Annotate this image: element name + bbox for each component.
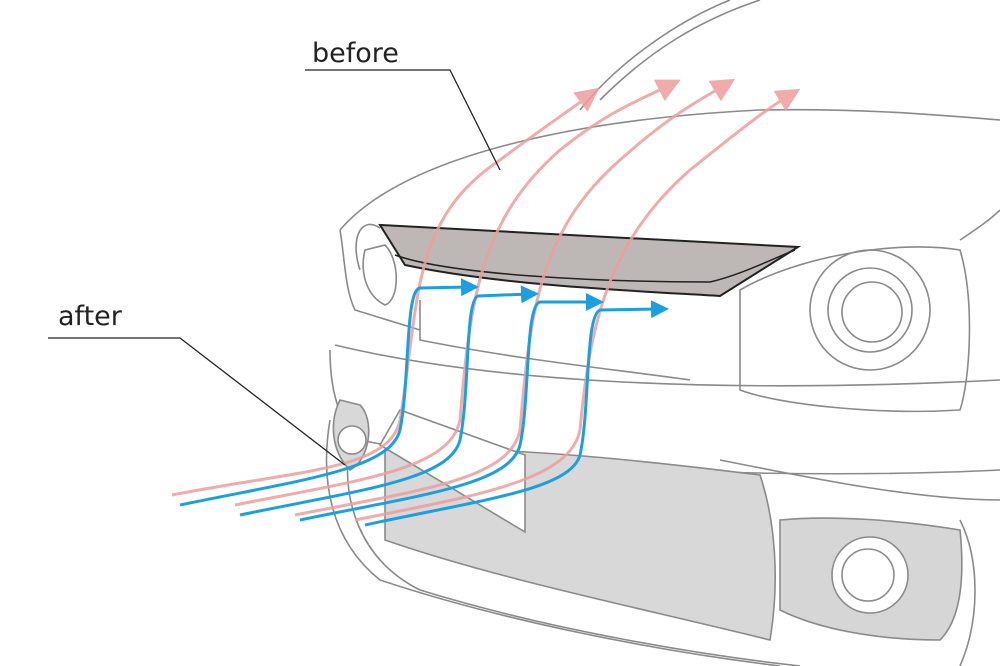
before-flow-line: [171, 87, 600, 497]
after-flow-line: [299, 293, 604, 522]
after-flow-line: [239, 285, 539, 517]
before-label: before: [312, 38, 399, 69]
after-airflow: [179, 278, 669, 527]
before-leader-line: [305, 69, 501, 171]
after-flow-line: [364, 300, 669, 527]
hood-deflector: [378, 223, 802, 298]
car-outline: [325, 0, 1000, 666]
after-leader-line: [48, 337, 346, 466]
before-flow-line: [354, 88, 801, 522]
leader-lines: [48, 69, 501, 466]
after-label: after: [58, 301, 122, 332]
after-flow-line: [179, 278, 479, 507]
